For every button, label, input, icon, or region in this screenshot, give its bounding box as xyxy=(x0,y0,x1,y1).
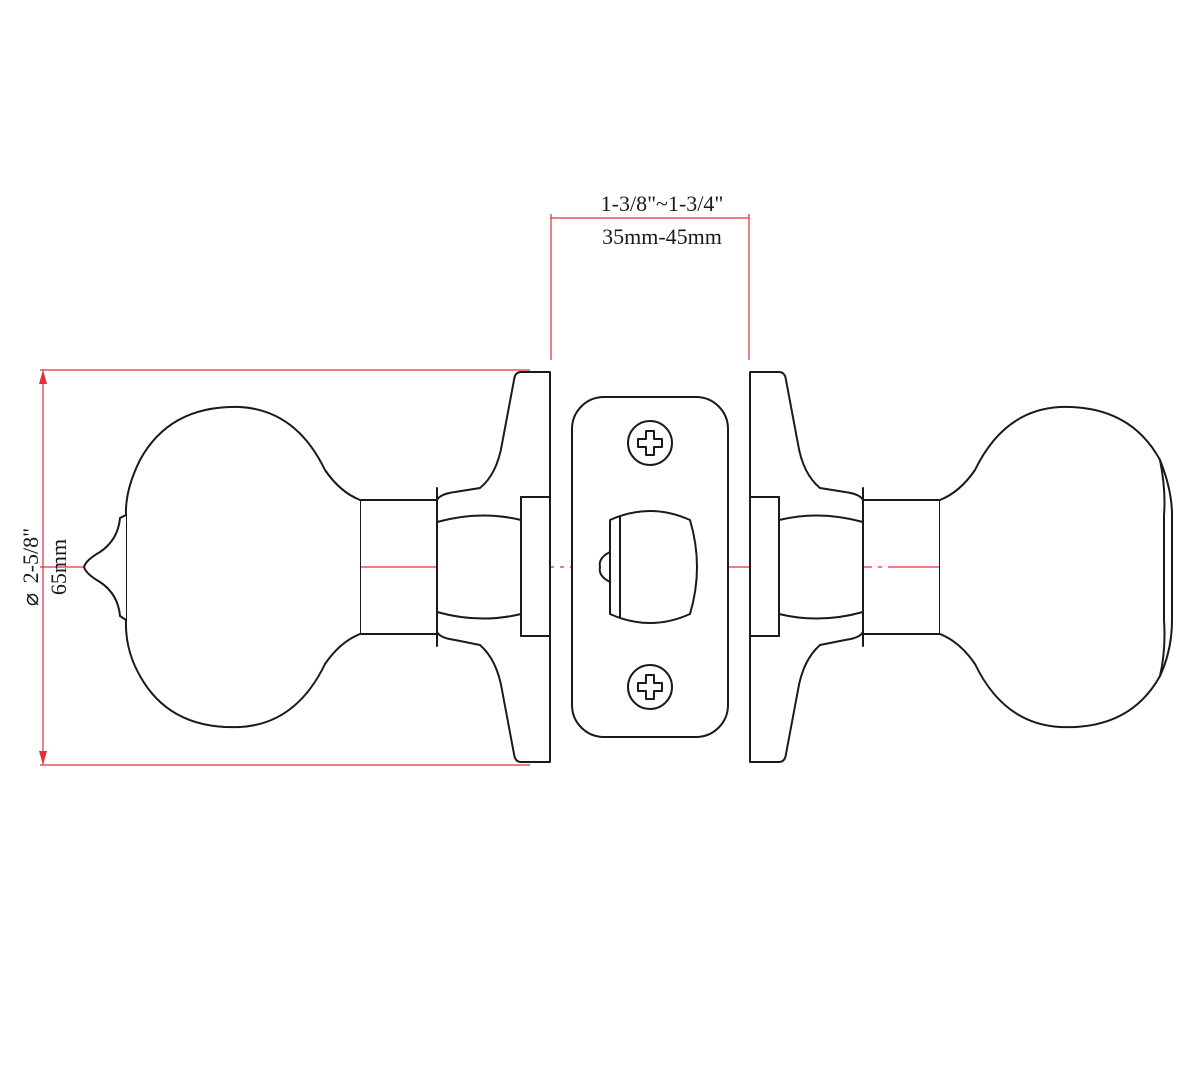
arrow-bottom xyxy=(39,751,47,765)
left-knob-assembly xyxy=(83,371,551,763)
door-thickness-metric-label: 35mm-45mm xyxy=(602,224,722,249)
left-rose-curve-bottom xyxy=(436,611,522,620)
left-knob-ball xyxy=(124,405,361,729)
right-knob-assembly xyxy=(749,371,1173,763)
right-rose-plate xyxy=(749,371,864,763)
svg-text:⌀ 2-5/8": ⌀ 2-5/8" xyxy=(18,528,43,606)
top-screw-icon xyxy=(627,420,673,466)
right-rose-curve-bottom xyxy=(778,611,864,620)
left-knob-nub xyxy=(83,514,127,621)
dimension-labels: 1-3/8"~1-3/4" 35mm-45mm ⌀ 2-5/8" 65mm xyxy=(18,191,723,606)
right-rose-curve-top xyxy=(778,514,864,523)
right-knob-face xyxy=(1159,459,1166,677)
left-rose-plate xyxy=(436,371,551,763)
latch-bolt xyxy=(609,510,698,624)
arrow-top xyxy=(39,370,47,384)
knob-diameter-imperial-label: 2-5/8" xyxy=(18,528,43,583)
knob-diameter-metric-label: 65mm xyxy=(46,539,71,595)
latch-plate xyxy=(571,396,729,738)
right-knob-ball xyxy=(939,405,1173,729)
bottom-screw-icon xyxy=(627,664,673,710)
left-rose-curve-top xyxy=(436,514,522,523)
top-screw-cross xyxy=(637,430,663,456)
door-thickness-imperial-label: 1-3/8"~1-3/4" xyxy=(601,191,724,216)
diameter-symbol-icon: ⌀ xyxy=(18,593,43,606)
latch-bolt-notch xyxy=(598,551,611,583)
bottom-screw-cross xyxy=(637,674,663,700)
